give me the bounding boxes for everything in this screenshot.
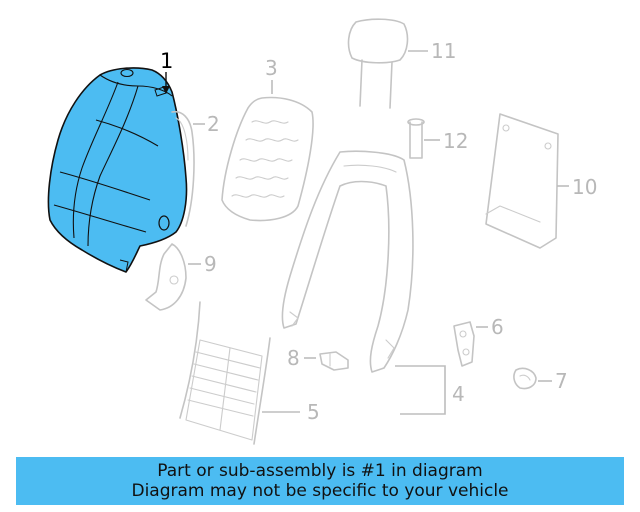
part-1-label: 1 (160, 49, 173, 73)
seat-back-exploded-diagram: 1 2 3 4 (47, 18, 597, 445)
part-7-label: 7 (555, 369, 568, 393)
part-8-fastener (319, 351, 349, 371)
part-2-back-panel (171, 110, 195, 227)
part-9-recliner-cover (145, 243, 187, 311)
part-7-clip (513, 367, 537, 390)
part-3-seat-back-pad (221, 96, 314, 222)
part-4-leader (395, 365, 446, 415)
part-11-label: 11 (431, 39, 456, 63)
part-4-label: 4 (452, 382, 465, 406)
part-5-label: 5 (307, 400, 320, 424)
part-12-headrest-guide (407, 118, 425, 159)
part-5-lumbar-support (179, 301, 271, 445)
part-1-seat-back-cover (47, 67, 188, 273)
part-10-side-panel (485, 113, 559, 249)
part-12-label: 12 (443, 129, 468, 153)
part-10-label: 10 (572, 175, 597, 199)
caption-banner: Part or sub-assembly is #1 in diagram Di… (16, 457, 624, 505)
part-1-arrowhead (162, 86, 170, 94)
part-2-label: 2 (207, 112, 220, 136)
part-9-label: 9 (204, 252, 217, 276)
part-6-bracket (453, 321, 475, 367)
part-3-label: 3 (265, 56, 278, 80)
part-6-label: 6 (491, 315, 504, 339)
part-4-seat-back-frame (281, 150, 414, 373)
caption-line-2: Diagram may not be specific to your vehi… (131, 481, 509, 501)
part-11-headrest (347, 18, 409, 109)
caption-line-1: Part or sub-assembly is #1 in diagram (157, 461, 483, 481)
part-8-label: 8 (287, 346, 300, 370)
